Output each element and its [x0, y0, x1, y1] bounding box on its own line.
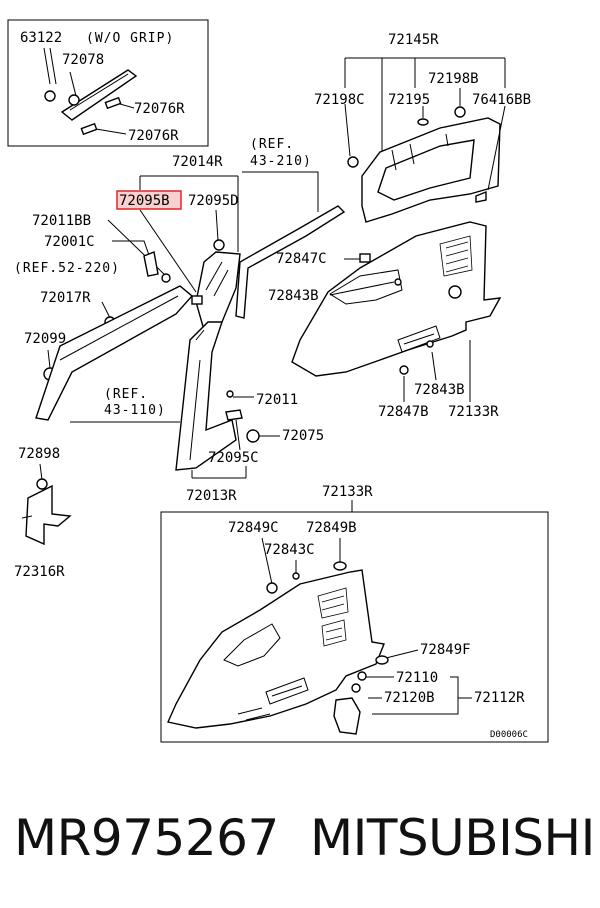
- label-72849f: 72849F: [420, 642, 471, 658]
- label-wo-grip: (W/O GRIP): [86, 31, 174, 46]
- grip-handle-drawing: [43, 47, 138, 136]
- clip-72849f: [375, 655, 389, 665]
- leader-72014r: [139, 175, 239, 252]
- label-72110: 72110: [396, 670, 438, 686]
- screw-72110: [357, 671, 367, 681]
- quarter-trim-drawing: [291, 221, 502, 377]
- leader-72145r: [344, 57, 506, 160]
- label-72099: 72099: [24, 331, 66, 347]
- pillar-lower-trim-drawing: [175, 321, 260, 471]
- label-72133r-b: 72133R: [322, 484, 373, 500]
- screw-72843c: [292, 572, 300, 580]
- label-72075: 72075: [282, 428, 324, 444]
- label-72120b: 72120B: [384, 690, 435, 706]
- leader-72898: [39, 463, 43, 481]
- clip-72120b: [351, 683, 361, 693]
- label-72011: 72011: [256, 392, 298, 408]
- label-72847c: 72847C: [276, 251, 327, 267]
- label-72843c: 72843C: [264, 542, 315, 558]
- label-72849c: 72849C: [228, 520, 279, 536]
- leader-72843b-b: [431, 351, 437, 381]
- screw-72011bb: [161, 273, 171, 283]
- label-72013r: 72013R: [186, 488, 237, 504]
- label-ref-43-110-a: (REF.: [104, 387, 148, 402]
- leader-72013r: [191, 466, 247, 479]
- clip-72898: [36, 478, 48, 490]
- label-72843b-a: 72843B: [268, 288, 319, 304]
- label-72095b: 72095B: [119, 193, 170, 209]
- front-pillar-trim-drawing: [35, 285, 194, 421]
- label-ref-43-110-b: 43-110): [104, 403, 166, 418]
- label-72195: 72195: [388, 92, 430, 108]
- label-72078: 72078: [62, 52, 104, 68]
- label-72133r-a: 72133R: [448, 404, 499, 420]
- leader-72095b: [139, 209, 197, 293]
- leader-detail-top: [261, 537, 341, 585]
- weatherstrip-drawing: [235, 205, 346, 319]
- label-diagram-code: D00006C: [490, 730, 528, 740]
- leader-ref-43-210: [242, 171, 319, 212]
- label-72076r-a: 72076R: [134, 101, 185, 117]
- label-72316r: 72316R: [14, 564, 65, 580]
- leader-72017r: [101, 301, 111, 319]
- quarter-trim-detail-drawing: [167, 569, 385, 729]
- label-72076r-b: 72076R: [128, 128, 179, 144]
- leader-72099: [47, 349, 51, 369]
- part-number: MR975267: [14, 809, 279, 867]
- leader-72001c: [112, 240, 151, 259]
- label-ref-52-220: (REF.52-220): [14, 261, 120, 276]
- label-63122: 63122: [20, 30, 62, 46]
- footer: MR975267 MITSUBISHI: [10, 805, 595, 875]
- bracket-72316r-drawing: [25, 484, 72, 546]
- leader-72095c: [235, 419, 241, 451]
- clip-72849b: [333, 561, 347, 571]
- cover-72112r-drawing: [333, 697, 361, 735]
- highlight-box-72095b: [116, 190, 182, 210]
- clip-72849c: [266, 582, 278, 594]
- label-72001c: 72001C: [44, 234, 95, 250]
- label-72198c: 72198C: [314, 92, 365, 108]
- leader-72843b-a: [329, 281, 395, 296]
- label-72112r: 72112R: [474, 690, 525, 706]
- label-72145r: 72145R: [388, 32, 439, 48]
- label-72014r: 72014R: [172, 154, 223, 170]
- leader-72095d: [215, 209, 219, 241]
- leader-72112r: [366, 676, 472, 715]
- label-72843b-b: 72843B: [414, 382, 465, 398]
- inset-box-wo-grip: [7, 19, 209, 147]
- upper-quarter-trim-drawing: [344, 88, 506, 223]
- brand-name: MITSUBISHI: [310, 809, 595, 867]
- label-72095d: 72095D: [188, 193, 239, 209]
- label-72011bb: 72011BB: [32, 213, 91, 229]
- label-72095c: 72095C: [208, 450, 259, 466]
- label-72198b: 72198B: [428, 71, 479, 87]
- leader-72849f: [385, 649, 419, 659]
- label-ref-43-210-b: 43-210): [250, 154, 312, 169]
- label-ref-43-210-a: (REF.: [250, 137, 294, 152]
- label-76416bb: 76416BB: [472, 92, 531, 108]
- label-72849b: 72849B: [306, 520, 357, 536]
- detail-box: [160, 511, 549, 743]
- clip-72001c: [143, 251, 159, 277]
- pillar-upper-trim-drawing: [191, 239, 241, 331]
- label-72847b: 72847B: [378, 404, 429, 420]
- label-72017r: 72017R: [40, 290, 91, 306]
- label-72898: 72898: [18, 446, 60, 462]
